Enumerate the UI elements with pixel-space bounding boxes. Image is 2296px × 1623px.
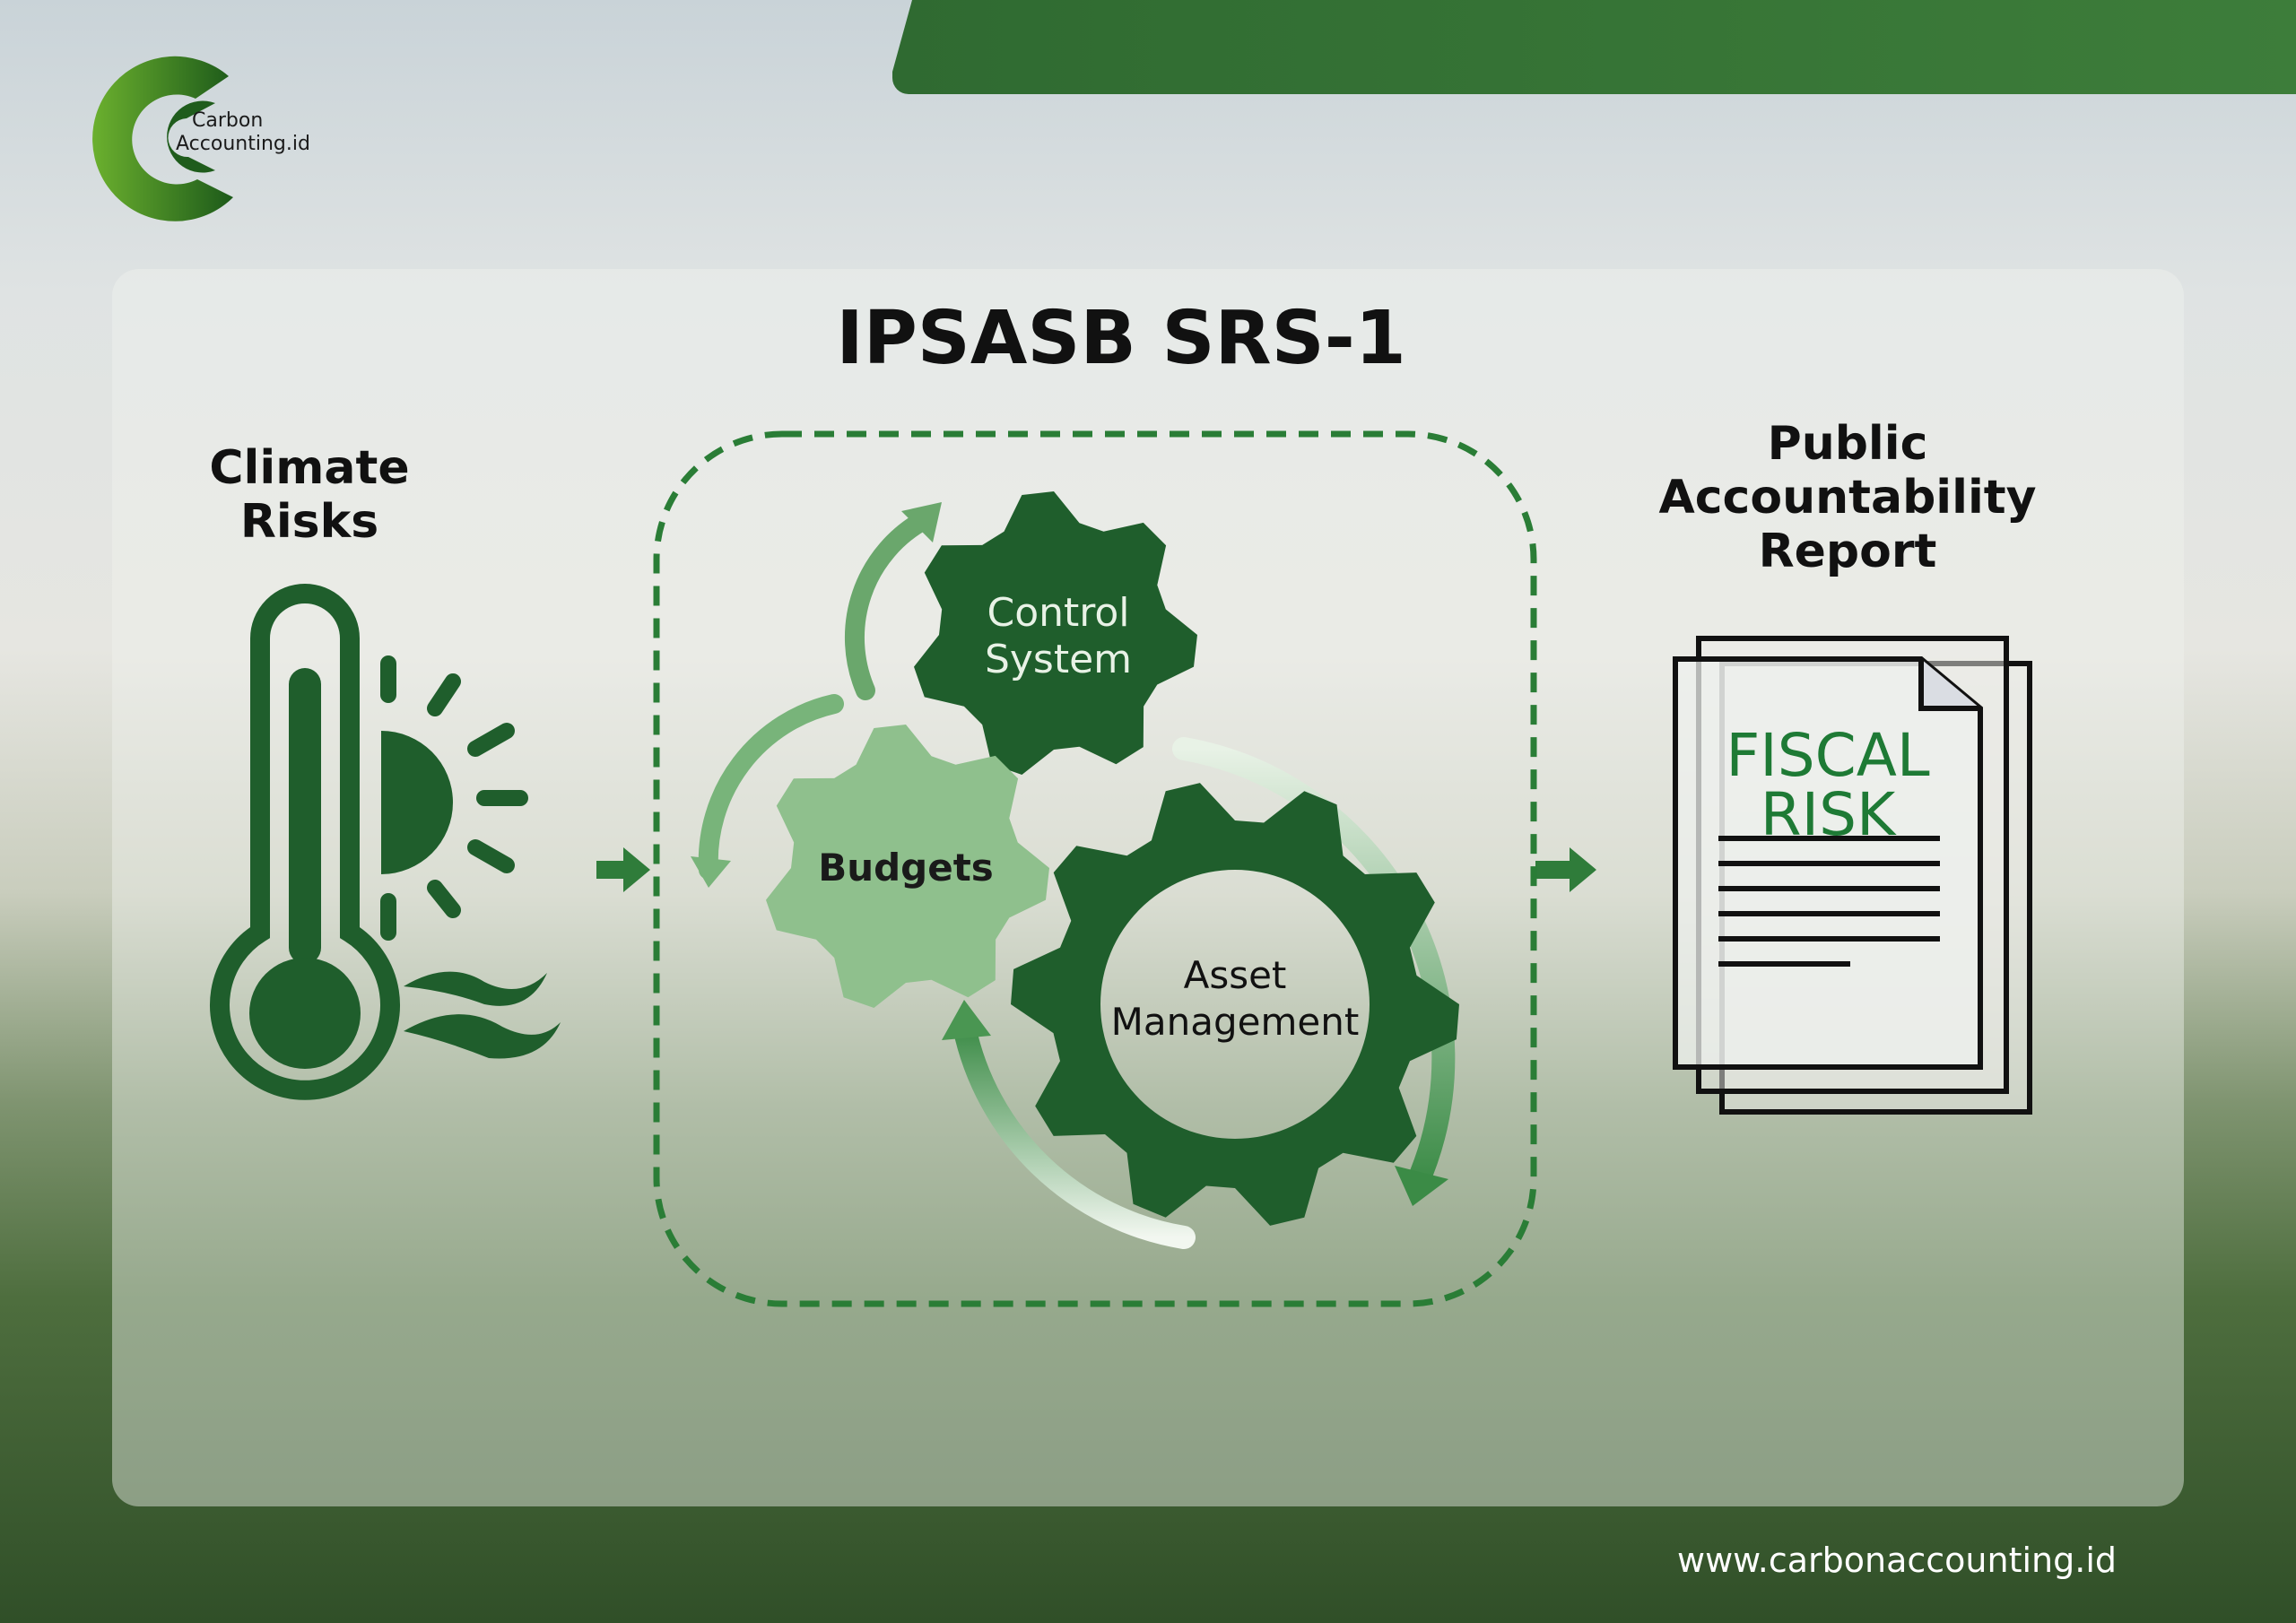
label-line: Risks (239, 495, 379, 549)
gear-asset-management-icon (1011, 783, 1459, 1226)
label-line: Public (1767, 417, 1928, 471)
logo-line-2: Accounting.id (176, 133, 310, 155)
logo-line-1: Carbon (192, 109, 264, 132)
gear-budgets-icon (766, 725, 1049, 1008)
arrow-right-icon (1535, 847, 1596, 892)
arrow-right-icon (596, 847, 650, 892)
label-line: Report (1758, 525, 1937, 578)
report-label: Public Accountability Report (1623, 417, 2072, 578)
thermometer-sun-icon (210, 584, 561, 1100)
label-line: Climate (209, 441, 410, 495)
logo-text: Carbon Accounting.id (176, 109, 310, 156)
climate-risks-label: Climate Risks (175, 441, 444, 549)
website-url[interactable]: www.carbonaccounting.id (1677, 1541, 2117, 1580)
logo (81, 54, 422, 224)
top-banner (892, 0, 2296, 94)
srs1-process-box (653, 430, 1537, 1307)
gear-label-budgets: Budgets (818, 846, 994, 890)
gear-control-system-icon (914, 491, 1197, 775)
logo-c-icon (92, 56, 234, 221)
label-line: Accountability (1658, 471, 2037, 525)
page-title: IPSASB SRS-1 (836, 296, 1406, 381)
document-stack-icon (1673, 636, 2032, 1115)
